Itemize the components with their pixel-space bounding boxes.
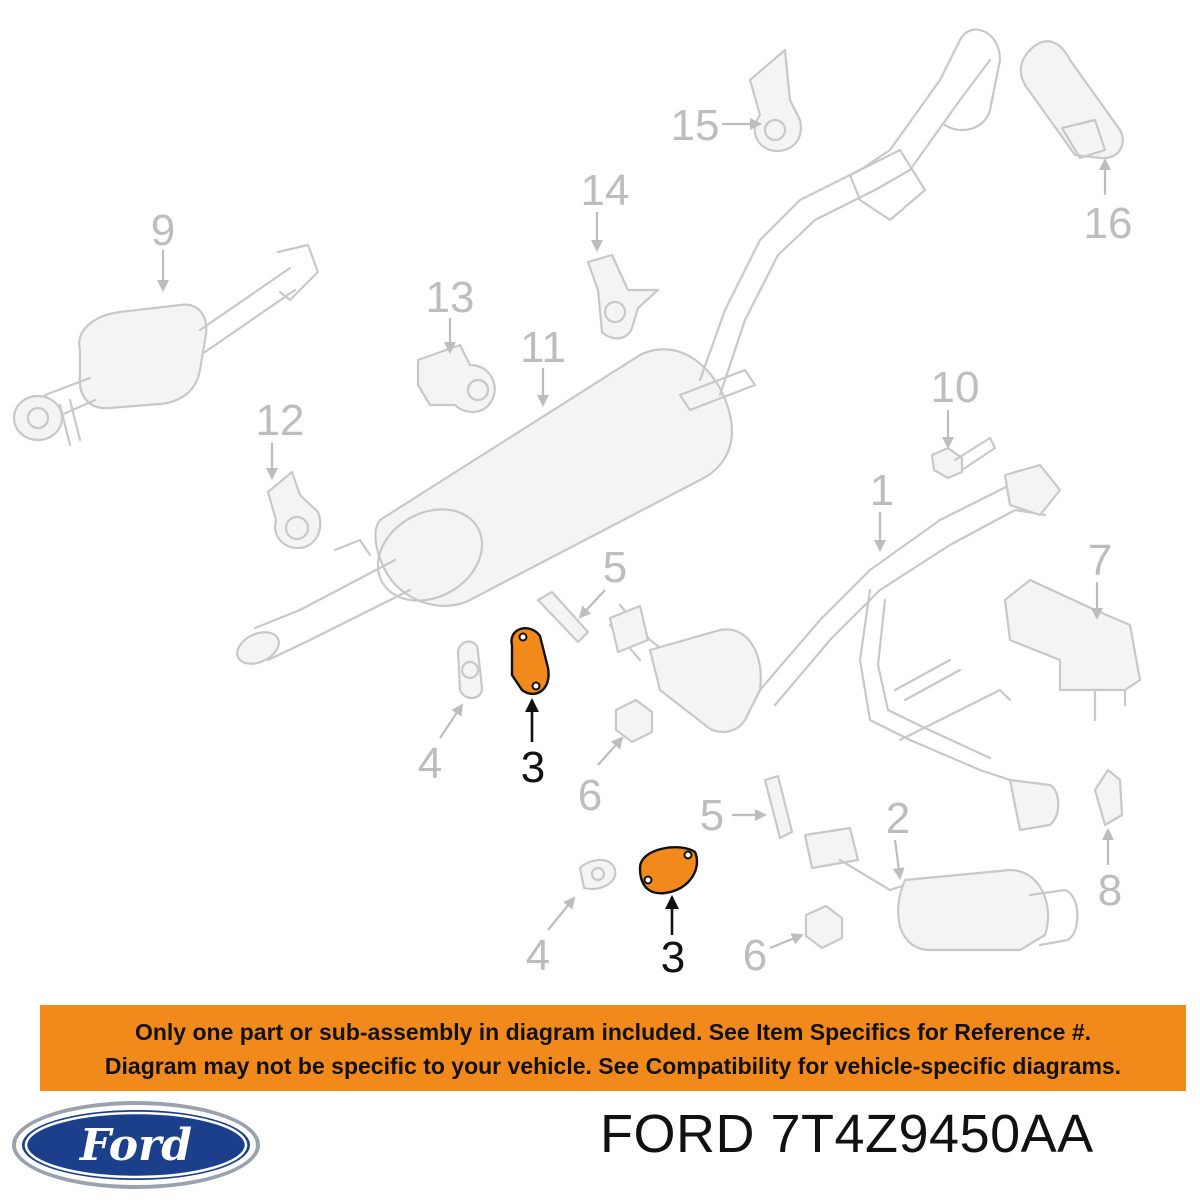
callout-4-lower: 4 xyxy=(526,931,550,980)
ford-oval xyxy=(22,1110,250,1180)
callout-16: 16 xyxy=(1084,199,1133,248)
callout-7: 7 xyxy=(1088,536,1112,585)
callout-5-upper: 5 xyxy=(603,543,627,592)
part-4-gasket-lower xyxy=(578,858,617,891)
callout-pointers xyxy=(157,118,1114,950)
callout-4-upper: 4 xyxy=(418,739,442,788)
part-1-front-pipe xyxy=(608,463,1062,832)
ford-logo: Ford xyxy=(12,1101,260,1189)
part-4-gasket-upper xyxy=(456,640,484,700)
callout-9: 9 xyxy=(151,206,175,255)
part-9-muffler-assembly xyxy=(12,243,320,447)
disclaimer-banner: Only one part or sub-assembly in diagram… xyxy=(40,1005,1186,1091)
part-14-bracket xyxy=(586,253,660,340)
part-11-muffler xyxy=(236,28,1002,665)
part-5-stud-upper xyxy=(536,590,590,644)
callout-12: 12 xyxy=(256,396,305,445)
part-2-catalytic-converter xyxy=(803,826,1079,952)
callout-3-upper: 3 xyxy=(521,743,545,792)
callout-1: 1 xyxy=(870,466,894,515)
callout-labels: 9 11 13 12 14 15 16 10 1 7 8 5 5 2 4 4 6… xyxy=(151,101,1133,982)
part-3-gasket-lower xyxy=(638,846,699,895)
part-6-nut-lower xyxy=(804,904,844,950)
part-16-tailpipe xyxy=(1019,40,1124,160)
part-number-title: FORD 7T4Z9450AA xyxy=(600,1104,1094,1164)
part-6-nut-upper xyxy=(614,698,654,744)
callout-5-lower: 5 xyxy=(700,791,724,840)
part-12-bracket xyxy=(266,470,322,550)
part-3-gasket-upper xyxy=(510,627,550,696)
disclaimer-line-1: Only one part or sub-assembly in diagram… xyxy=(134,1019,1092,1045)
callout-8: 8 xyxy=(1098,866,1122,915)
callout-15: 15 xyxy=(671,101,720,150)
callout-13: 13 xyxy=(426,273,475,322)
callout-2: 2 xyxy=(886,794,910,843)
part-15-hanger xyxy=(748,48,803,153)
part-13-bracket xyxy=(416,343,496,413)
disclaimer-line-2: Diagram may not be specific to your vehi… xyxy=(104,1053,1122,1079)
part-8-bracket xyxy=(1093,768,1124,827)
exhaust-parts-diagram: 9 11 13 12 14 15 16 10 1 7 8 5 5 2 4 4 6… xyxy=(12,28,1142,982)
part-5-stud-lower xyxy=(763,774,794,840)
callout-6-upper: 6 xyxy=(578,771,602,820)
part-7-bracket xyxy=(1003,578,1142,722)
part-10-bolt xyxy=(930,436,997,480)
ford-logo-text: Ford xyxy=(78,1120,192,1171)
callout-10: 10 xyxy=(931,363,980,412)
callout-11: 11 xyxy=(520,323,566,372)
callout-3-lower: 3 xyxy=(661,933,685,982)
callout-6-lower: 6 xyxy=(743,931,767,980)
callout-14: 14 xyxy=(581,166,630,215)
